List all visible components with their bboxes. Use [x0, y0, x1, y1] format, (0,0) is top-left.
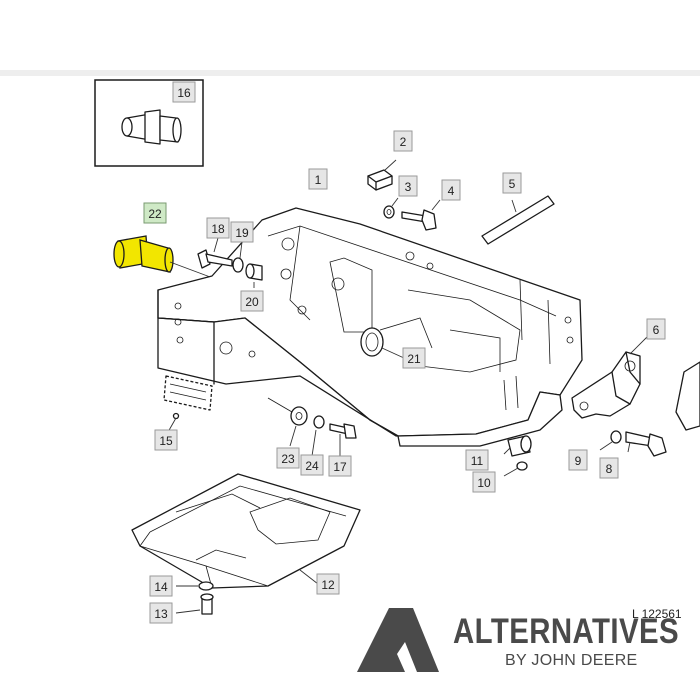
alternatives-logo-icon: [357, 608, 439, 672]
callout-10-text: 10: [477, 476, 491, 490]
small-parts-2-3-4: [367, 159, 441, 231]
callout-12: 12: [316, 573, 340, 595]
callout-1-text: 1: [315, 173, 322, 187]
callout-21-text: 21: [407, 352, 421, 366]
callout-23: 23: [276, 447, 300, 469]
brand-subtitle: BY JOHN DEERE: [505, 652, 638, 669]
callout-15-text: 15: [159, 434, 173, 448]
callout-4-text: 4: [448, 184, 455, 198]
callout-6-text: 6: [653, 323, 660, 337]
callout-12-text: 12: [321, 578, 335, 592]
callout-8: 8: [599, 457, 619, 479]
callout-4: 4: [441, 179, 461, 201]
callout-24-text: 24: [305, 459, 319, 473]
callout-3-text: 3: [405, 180, 412, 194]
callout-11: 11: [465, 449, 489, 471]
callout-13: 13: [149, 602, 173, 624]
callout-20-text: 20: [245, 295, 259, 309]
top-divider: [0, 70, 700, 76]
callout-18: 18: [206, 217, 230, 239]
callout-14: 14: [149, 575, 173, 597]
callout-1: 1: [308, 168, 328, 190]
callout-2: 2: [393, 130, 413, 152]
callout-21: 21: [402, 347, 426, 369]
callout-18-text: 18: [211, 222, 225, 236]
drawing-reference: L 122561: [632, 607, 682, 621]
callout-13-text: 13: [154, 607, 168, 621]
callout-24: 24: [300, 454, 324, 476]
callout-16-text: 16: [177, 86, 191, 100]
brand-name: ALTERNATIVES: [453, 612, 680, 651]
callout-23-text: 23: [281, 452, 295, 466]
bottom-guard-part-12: [131, 473, 361, 615]
callout-6: 6: [646, 318, 666, 340]
spacer-11-screw-10: [503, 435, 532, 477]
callout-5: 5: [502, 172, 522, 194]
callout-17: 17: [328, 455, 352, 477]
callout-19-text: 19: [235, 226, 249, 240]
callout-10: 10: [472, 471, 496, 493]
callout-3: 3: [398, 175, 418, 197]
callout-11-text: 11: [471, 454, 484, 468]
callout-5-text: 5: [509, 177, 516, 191]
callout-8-text: 8: [606, 462, 613, 476]
washer-bolt-23-24-17: [267, 397, 357, 457]
callout-22-text: 22: [148, 207, 162, 221]
callout-15: 15: [154, 429, 178, 451]
callout-20: 20: [240, 290, 264, 312]
main-frame-part-1: [157, 207, 583, 447]
strip-part-5: [481, 195, 555, 245]
bolt-assembly-18-20: [197, 237, 263, 288]
bracket-assembly-6-8-9: [571, 335, 700, 457]
callout-2-text: 2: [400, 135, 407, 149]
callout-19: 19: [230, 221, 254, 243]
callout-16: 16: [172, 81, 196, 103]
plate-part-15: [163, 375, 213, 433]
callout-9-text: 9: [575, 454, 582, 468]
callout-14-text: 14: [154, 580, 168, 594]
callout-22: 22: [143, 202, 167, 224]
brand-area: ALTERNATIVES BY JOHN DEERE: [355, 606, 700, 678]
callout-9: 9: [568, 449, 588, 471]
bushing-part-22: [113, 235, 246, 291]
callout-17-text: 17: [333, 460, 347, 474]
